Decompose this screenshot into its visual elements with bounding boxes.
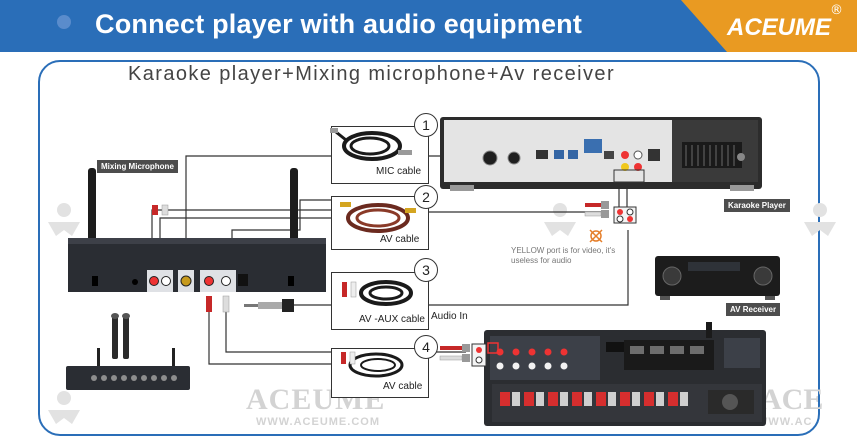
brand-logo: ACEUME (726, 14, 831, 41)
mixing-microphone-label: Mixing Microphone (97, 160, 178, 173)
karaoke-player-device (440, 117, 762, 191)
aux-cable-coil (342, 280, 413, 306)
watermark-url-right: WWW.AC (757, 416, 813, 428)
watermark-url: WWW.ACEUME.COM (256, 416, 380, 428)
diagram-subtitle: Karaoke player+Mixing microphone+Av rece… (128, 63, 616, 85)
cable-1-label: MIC cable (376, 166, 422, 177)
mixer-with-microphones (66, 313, 190, 390)
av-receiver-rear-device (484, 322, 766, 426)
diagram-frame (38, 60, 820, 436)
rca-plugs-receiver (439, 343, 487, 367)
logo-wedge (681, 0, 727, 52)
rca-plugs-mixer (152, 204, 230, 313)
cable-box-1 (331, 126, 429, 184)
mic-cable-coil (330, 128, 412, 161)
av-receiver-front-device (655, 256, 780, 300)
cable-2-number: 2 (414, 185, 438, 209)
cable-1-number: 1 (414, 113, 438, 137)
rca-cable-coil (341, 351, 404, 378)
cable-2-label: AV cable (380, 234, 420, 245)
yellow-port-note: YELLOW port is for video, it's useless f… (511, 246, 616, 265)
watermark-brand-right: ACE (760, 383, 824, 416)
av-cable-coil (340, 202, 416, 233)
cable-4-number: 4 (414, 335, 438, 359)
registered-mark: ® (830, 3, 843, 18)
cable-box-4 (331, 348, 429, 398)
brand-logo-box (727, 0, 857, 52)
karaoke-player-label: Karaoke Player (724, 199, 790, 212)
aux-plug (244, 299, 294, 312)
audio-in-label: Audio In (431, 311, 468, 322)
cable-3-number: 3 (414, 258, 438, 282)
rca-plugs-player (584, 169, 645, 243)
cable-4-label: AV cable (383, 381, 423, 392)
cable-3-label: AV -AUX cable (359, 314, 425, 325)
page-title: Connect player with audio equipment (95, 9, 583, 39)
mixing-microphone-device (68, 168, 326, 292)
av-receiver-label: AV Receiver (726, 303, 781, 316)
